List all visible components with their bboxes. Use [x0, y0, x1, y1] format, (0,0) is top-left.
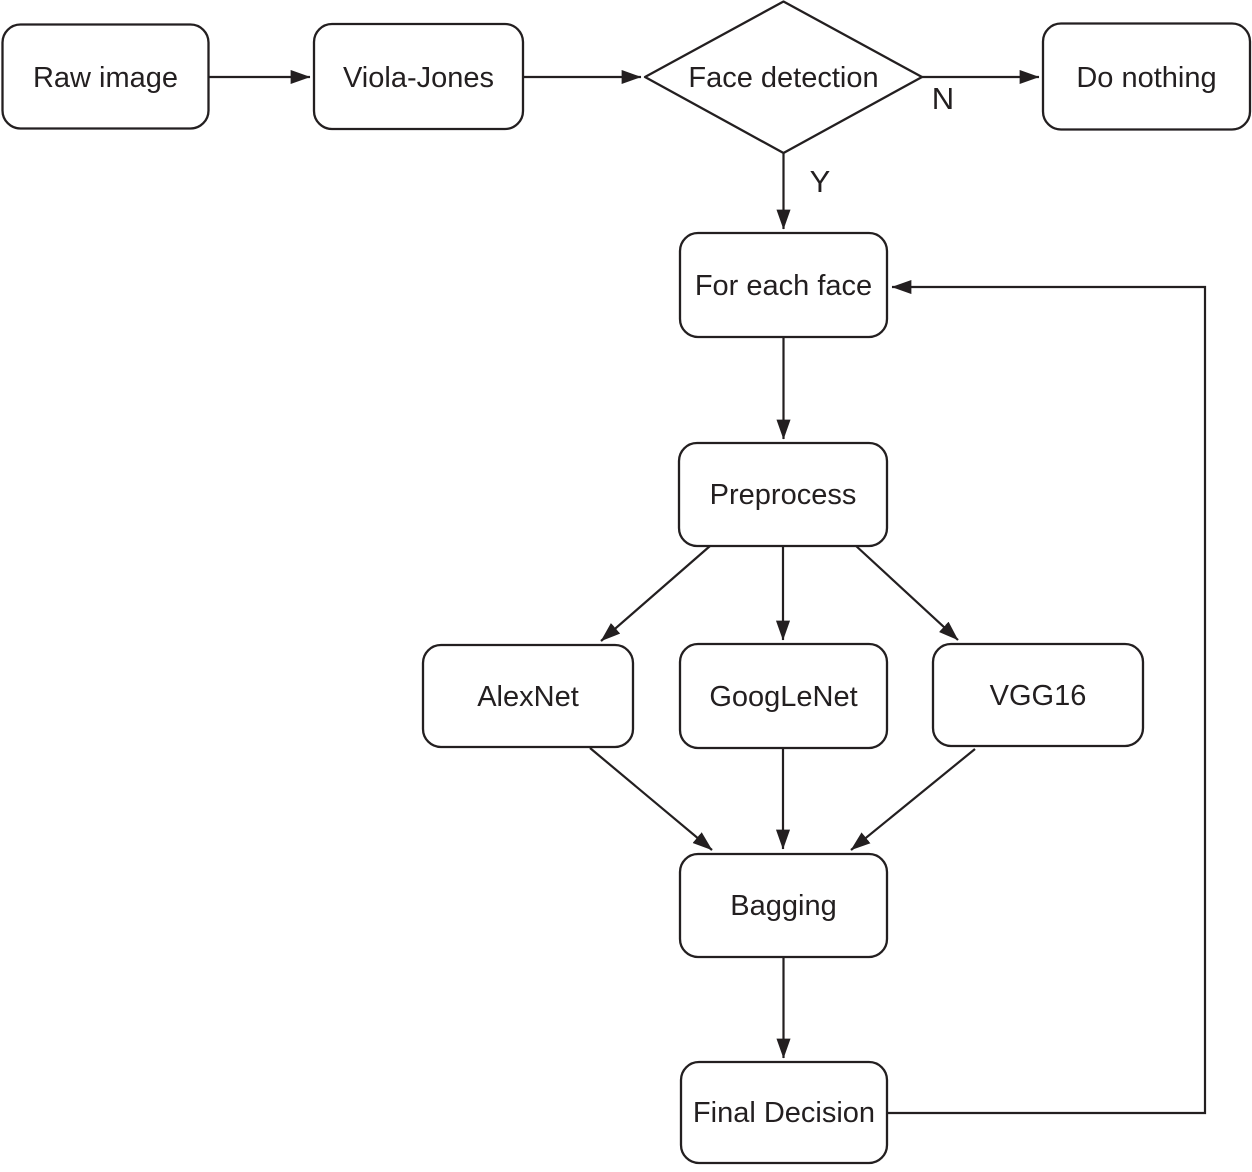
final-decision-label: Final Decision — [693, 1097, 875, 1129]
branch-label-yes: Y — [810, 164, 831, 199]
node-googlenet: GoogLeNet — [678, 642, 889, 750]
edge-final-decision-to-for-each-face-loop — [887, 279, 1207, 1115]
viola-jones-box — [312, 22, 525, 131]
do-nothing-label: Do nothing — [1076, 62, 1216, 94]
vgg16-label: VGG16 — [990, 680, 1087, 712]
node-do-nothing: Do nothing — [1041, 22, 1252, 131]
vgg16-box — [931, 642, 1145, 748]
do-nothing-box — [1041, 22, 1252, 131]
raw-image-box — [1, 23, 210, 130]
alexnet-label: AlexNet — [477, 681, 579, 713]
node-final-decision: Final Decision — [679, 1060, 889, 1165]
final-decision-box — [679, 1060, 889, 1165]
node-face-detection: Face detection — [643, 0, 924, 155]
node-bagging: Bagging — [678, 852, 889, 959]
googlenet-label: GoogLeNet — [709, 681, 857, 713]
branch-label-no: N — [932, 81, 954, 116]
alexnet-box — [421, 643, 635, 749]
raw-image-label: Raw image — [33, 62, 178, 94]
edge-preprocess-to-vgg16 — [854, 544, 959, 641]
node-for-each-face: For each face — [678, 231, 889, 339]
viola-jones-label: Viola-Jones — [343, 62, 494, 94]
node-raw-image: Raw image — [1, 23, 210, 130]
bagging-label: Bagging — [730, 890, 836, 922]
edge-layer — [209, 69, 1207, 1115]
node-viola-jones: Viola-Jones — [312, 22, 525, 131]
preprocess-label: Preprocess — [710, 479, 857, 511]
face-detection-label: Face detection — [688, 62, 878, 94]
edge-preprocess-to-alexnet — [600, 545, 711, 642]
node-vgg16: VGG16 — [931, 642, 1145, 748]
face-detection-diamond — [643, 0, 924, 155]
preprocess-box — [677, 441, 889, 548]
node-alexnet: AlexNet — [421, 643, 635, 749]
for-each-face-label: For each face — [695, 270, 872, 302]
edge-alexnet-to-bagging — [589, 747, 713, 851]
bagging-box — [678, 852, 889, 959]
node-preprocess: Preprocess — [677, 441, 889, 548]
for-each-face-box — [678, 231, 889, 339]
edge-vgg16-to-bagging — [850, 748, 976, 851]
googlenet-box — [678, 642, 889, 750]
